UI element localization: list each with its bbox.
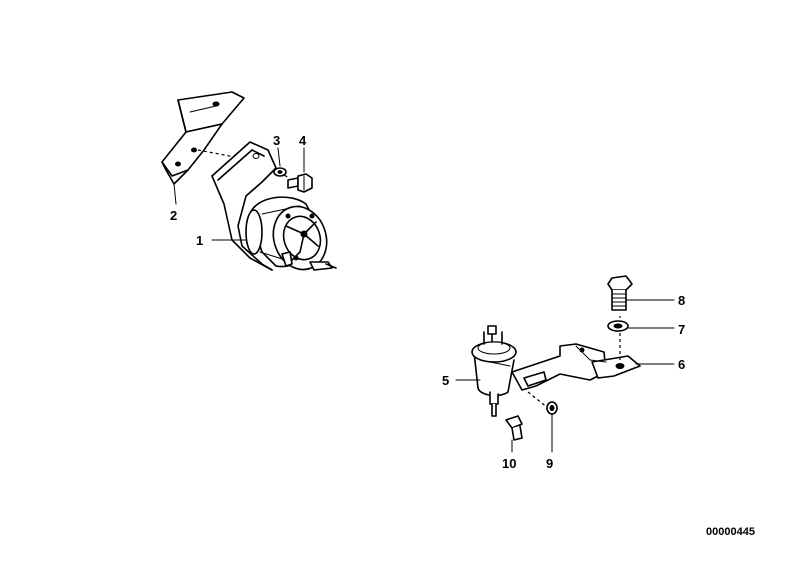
sensor-part-1 — [211, 141, 337, 271]
screw-part-10 — [505, 415, 523, 441]
leader-line-3 — [277, 147, 281, 167]
hex-bolt-part-4 — [287, 173, 313, 193]
washer-part-9 — [546, 401, 558, 415]
callout-2: 2 — [170, 208, 177, 223]
callout-4: 4 — [299, 133, 307, 148]
callout-6: 6 — [678, 357, 685, 372]
alignment-line-bracket — [197, 149, 241, 159]
callout-10: 10 — [502, 456, 516, 471]
callout-9: 9 — [546, 456, 553, 471]
callout-3: 3 — [273, 133, 280, 148]
callout-5: 5 — [442, 373, 449, 388]
washer-part-3 — [273, 167, 287, 177]
hex-bolt-part-8 — [607, 275, 633, 311]
alignment-line-lower — [527, 391, 549, 409]
pressure-switch-part-5 — [471, 325, 517, 417]
callout-1: 1 — [196, 233, 203, 248]
mounting-bracket-part-2 — [161, 91, 245, 185]
leader-line-2 — [173, 183, 177, 205]
l-bracket-part-6 — [511, 343, 641, 391]
document-number: 00000445 — [706, 526, 755, 538]
callout-7: 7 — [678, 322, 685, 337]
washer-part-7 — [607, 320, 629, 332]
callout-8: 8 — [678, 293, 685, 308]
